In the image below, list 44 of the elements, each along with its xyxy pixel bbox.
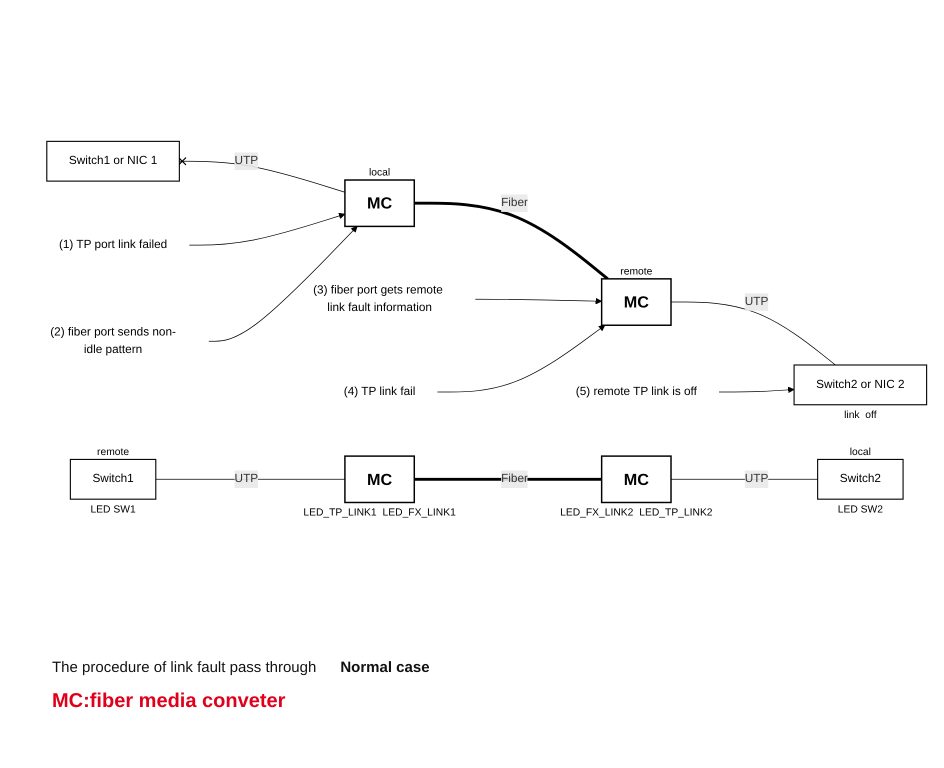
arrow bbox=[718, 386, 794, 394]
connector bbox=[670, 302, 836, 366]
edge-label: Fiber bbox=[501, 196, 528, 210]
section-heading: Normal case bbox=[340, 659, 430, 676]
arrow bbox=[188, 212, 346, 246]
connector bbox=[414, 202, 609, 280]
node-text: (2) fiber port sends non-idle pattern bbox=[50, 326, 176, 356]
node-caption: LED_FX_LINK1 bbox=[382, 508, 456, 519]
node-box bbox=[600, 278, 672, 326]
node-caption: LED SW1 bbox=[90, 504, 136, 516]
edge-label: Fiber bbox=[501, 472, 528, 486]
node-box bbox=[70, 458, 156, 500]
node-caption: local bbox=[850, 446, 871, 458]
edge-label: UTP bbox=[234, 472, 258, 486]
node-text: (3) fiber port gets remote link fault information bbox=[313, 284, 443, 314]
arrow bbox=[474, 298, 602, 304]
arrow bbox=[208, 226, 358, 342]
node-box bbox=[344, 455, 416, 504]
diagram-caption: The procedure of link fault pass through bbox=[52, 659, 316, 676]
node-caption: link off bbox=[844, 410, 877, 421]
connector bbox=[155, 478, 346, 480]
node-box bbox=[46, 140, 180, 182]
node-box bbox=[344, 179, 416, 228]
edge-label: UTP bbox=[744, 295, 768, 308]
node-box bbox=[817, 458, 904, 500]
node-caption: remote bbox=[620, 266, 652, 278]
node-text: (1) TP port link failed bbox=[58, 238, 168, 252]
network-diagram: UTP Fiber UTP UTP Fiber UTP Switch1 or NIC 1 MC MC Switch2 or NIC 2 (1) TP port link failed (2) fiber port sends non-idle pattern (3) fiber port gets remote link fault information (4) TP link fail (5) remote TP link is off Switch1 MC MC Switch2 local remote link off remote LED SW1 LED_TP_LINK1 LED_FX_LINK1 LED_FX_LINK2 LED_TP_LINK2 local LED SW2 bbox=[10, 134, 934, 526]
node-text: (5) remote TP link is off bbox=[576, 385, 697, 398]
node-caption: local bbox=[369, 168, 390, 179]
edge-label: UTP bbox=[744, 472, 768, 486]
node-text: (4) TP link fail bbox=[344, 385, 416, 398]
note-text: MC:fiber media conveter bbox=[52, 690, 286, 713]
node-caption: remote bbox=[97, 446, 130, 458]
node-caption: LED SW2 bbox=[838, 504, 883, 516]
node-box bbox=[794, 364, 928, 406]
connector bbox=[670, 478, 818, 480]
arrow bbox=[437, 324, 606, 392]
node-box bbox=[600, 455, 672, 504]
node-caption: LED_FX_LINK2 bbox=[560, 508, 634, 519]
edge-label: UTP bbox=[234, 154, 258, 168]
connector bbox=[178, 156, 346, 193]
node-caption: LED_TP_LINK1 bbox=[303, 508, 377, 519]
node-caption: LED_TP_LINK2 bbox=[639, 508, 713, 519]
